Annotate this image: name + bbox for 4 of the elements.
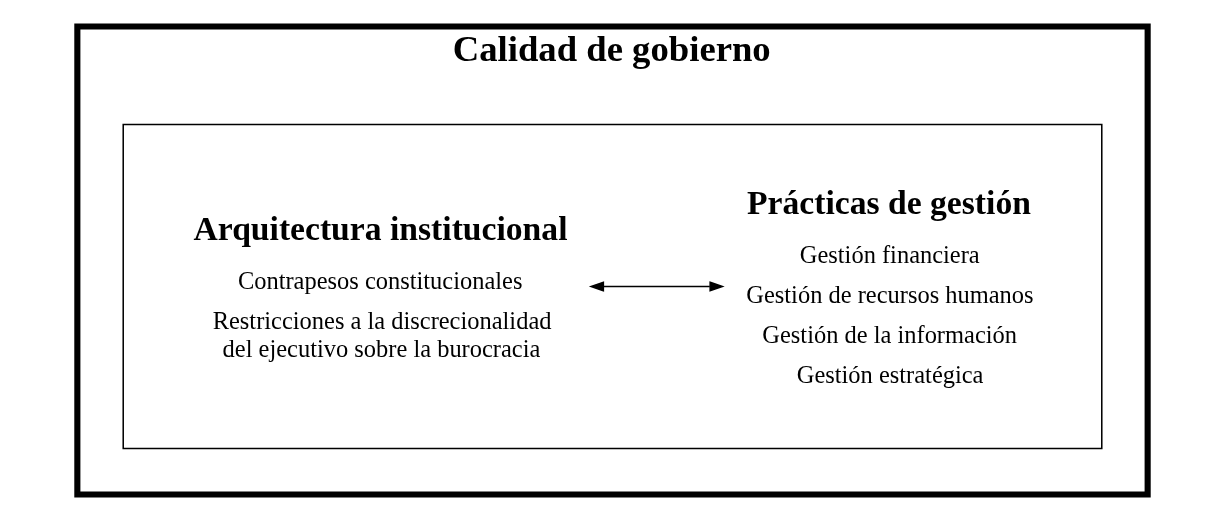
- arrow: [588, 281, 725, 292]
- cluster: [122, 123, 1103, 450]
- node-text: Arquitectura institucional Contrapesos constitucionales Restricciones a la discrecionalidad del ejecutivo sobre la burocracia: [193, 210, 568, 362]
- node-text: Prácticas de gestión Gestión financiera Gestión de recursos humanos Gestión de la información Gestión estratégica: [746, 184, 1034, 388]
